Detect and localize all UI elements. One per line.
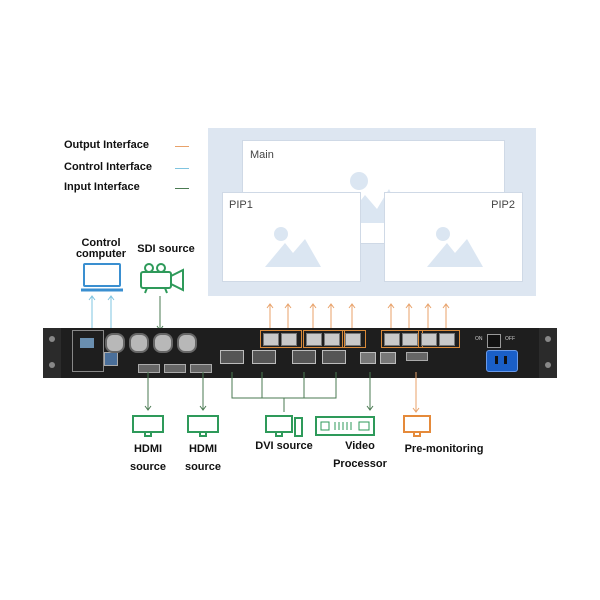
- bnc-connector: [129, 333, 149, 353]
- output-arrowhead: [405, 303, 413, 309]
- video-processor-icon: [315, 416, 375, 436]
- rj45-port: [324, 333, 340, 346]
- pip2-pane-label: PIP2: [491, 199, 515, 211]
- legend-output-label: Output Interface: [64, 139, 149, 151]
- output-arrowhead: [387, 303, 395, 309]
- power-off-label: OFF: [505, 336, 515, 342]
- monitor-icon: [132, 415, 164, 437]
- power-socket-pin: [495, 356, 498, 364]
- pip2-pane: PIP2: [384, 192, 523, 282]
- control-computer-line1: Control: [81, 237, 121, 249]
- ethernet-port: [80, 338, 94, 348]
- output-port-group-frame: [418, 330, 460, 348]
- hdmi-source-1-line1: HDMI: [133, 443, 163, 455]
- pre-monitoring-label: Pre-monitoring: [404, 443, 484, 455]
- pip1-pane-label: PIP1: [229, 199, 253, 211]
- output-arrowhead: [266, 303, 274, 309]
- hdmi-port: [190, 364, 212, 373]
- monitor-icon: [403, 415, 431, 437]
- hdmi-port: [138, 364, 160, 373]
- dvi-port: [220, 350, 244, 364]
- output-arrowhead: [348, 303, 356, 309]
- rj45-port: [306, 333, 322, 346]
- legend-input-line: [175, 188, 189, 189]
- output-port-group-frame: [342, 330, 366, 348]
- rj45-port: [281, 333, 297, 346]
- main-pane-label: Main: [250, 149, 274, 161]
- hdmi-source-2-label: HDMI source: [173, 440, 233, 476]
- rack-hole: [49, 336, 55, 342]
- laptop-icon: [81, 263, 123, 292]
- legend-input-label: Input Interface: [64, 181, 140, 193]
- control-computer-line2: computer: [75, 248, 127, 260]
- legend-control-label: Control Interface: [64, 161, 153, 173]
- dvi-port: [322, 350, 346, 364]
- pip1-pane: PIP1: [222, 192, 361, 282]
- power-socket: [486, 350, 518, 372]
- video-processor-line2: Processor: [333, 458, 387, 470]
- image-placeholder-icon: [427, 227, 483, 267]
- dvi-port: [252, 350, 276, 364]
- power-switch[interactable]: [487, 334, 501, 348]
- legend-output-line: [175, 146, 189, 147]
- output-arrowhead: [284, 303, 292, 309]
- dvi-port: [292, 350, 316, 364]
- output-port-group-frame: [260, 330, 302, 348]
- rj45-port: [439, 333, 455, 346]
- video-camera-icon: [140, 263, 184, 294]
- fiber-port: [360, 352, 376, 364]
- connection-lines-upper: [88, 295, 450, 331]
- bnc-connector: [177, 333, 197, 353]
- desktop-pc-icon: [265, 415, 303, 437]
- video-processor-label: Video Processor: [322, 437, 398, 473]
- rack-hole: [49, 362, 55, 368]
- rj45-port: [263, 333, 279, 346]
- hdmi-source-1-line2: source: [129, 461, 167, 473]
- fiber-port: [380, 352, 396, 364]
- output-arrowhead: [327, 303, 335, 309]
- rack-hole: [545, 362, 551, 368]
- output-port-group-frame: [303, 330, 345, 348]
- power-socket-pin: [504, 356, 507, 364]
- hdmi-source-2-line1: HDMI: [188, 443, 218, 455]
- hdmi-source-2-line2: source: [184, 461, 222, 473]
- hdmi-out-port: [406, 352, 428, 361]
- power-on-label: ON: [475, 336, 483, 342]
- rack-ear-left: [43, 328, 61, 378]
- control-ports-block: [72, 330, 104, 372]
- video-processor-line1: Video: [345, 440, 375, 452]
- rack-ear-right: [539, 328, 557, 378]
- sdi-source-label: SDI source: [137, 243, 195, 255]
- monitor-icon: [187, 415, 219, 437]
- output-arrowhead: [424, 303, 432, 309]
- hdmi-source-1-label: HDMI source: [118, 440, 178, 476]
- legend-control-line: [175, 168, 189, 169]
- image-placeholder-icon: [265, 227, 321, 267]
- control-computer-label: Control computer: [70, 238, 132, 260]
- rj45-port: [384, 333, 400, 346]
- output-arrowhead: [442, 303, 450, 309]
- output-arrowhead: [309, 303, 317, 309]
- rj45-port: [402, 333, 418, 346]
- bnc-connector: [105, 333, 125, 353]
- rack-hole: [545, 336, 551, 342]
- rj45-port: [345, 333, 361, 346]
- bnc-connector: [153, 333, 173, 353]
- dvi-source-label: DVI source: [255, 440, 313, 452]
- hdmi-port: [164, 364, 186, 373]
- rj45-port: [421, 333, 437, 346]
